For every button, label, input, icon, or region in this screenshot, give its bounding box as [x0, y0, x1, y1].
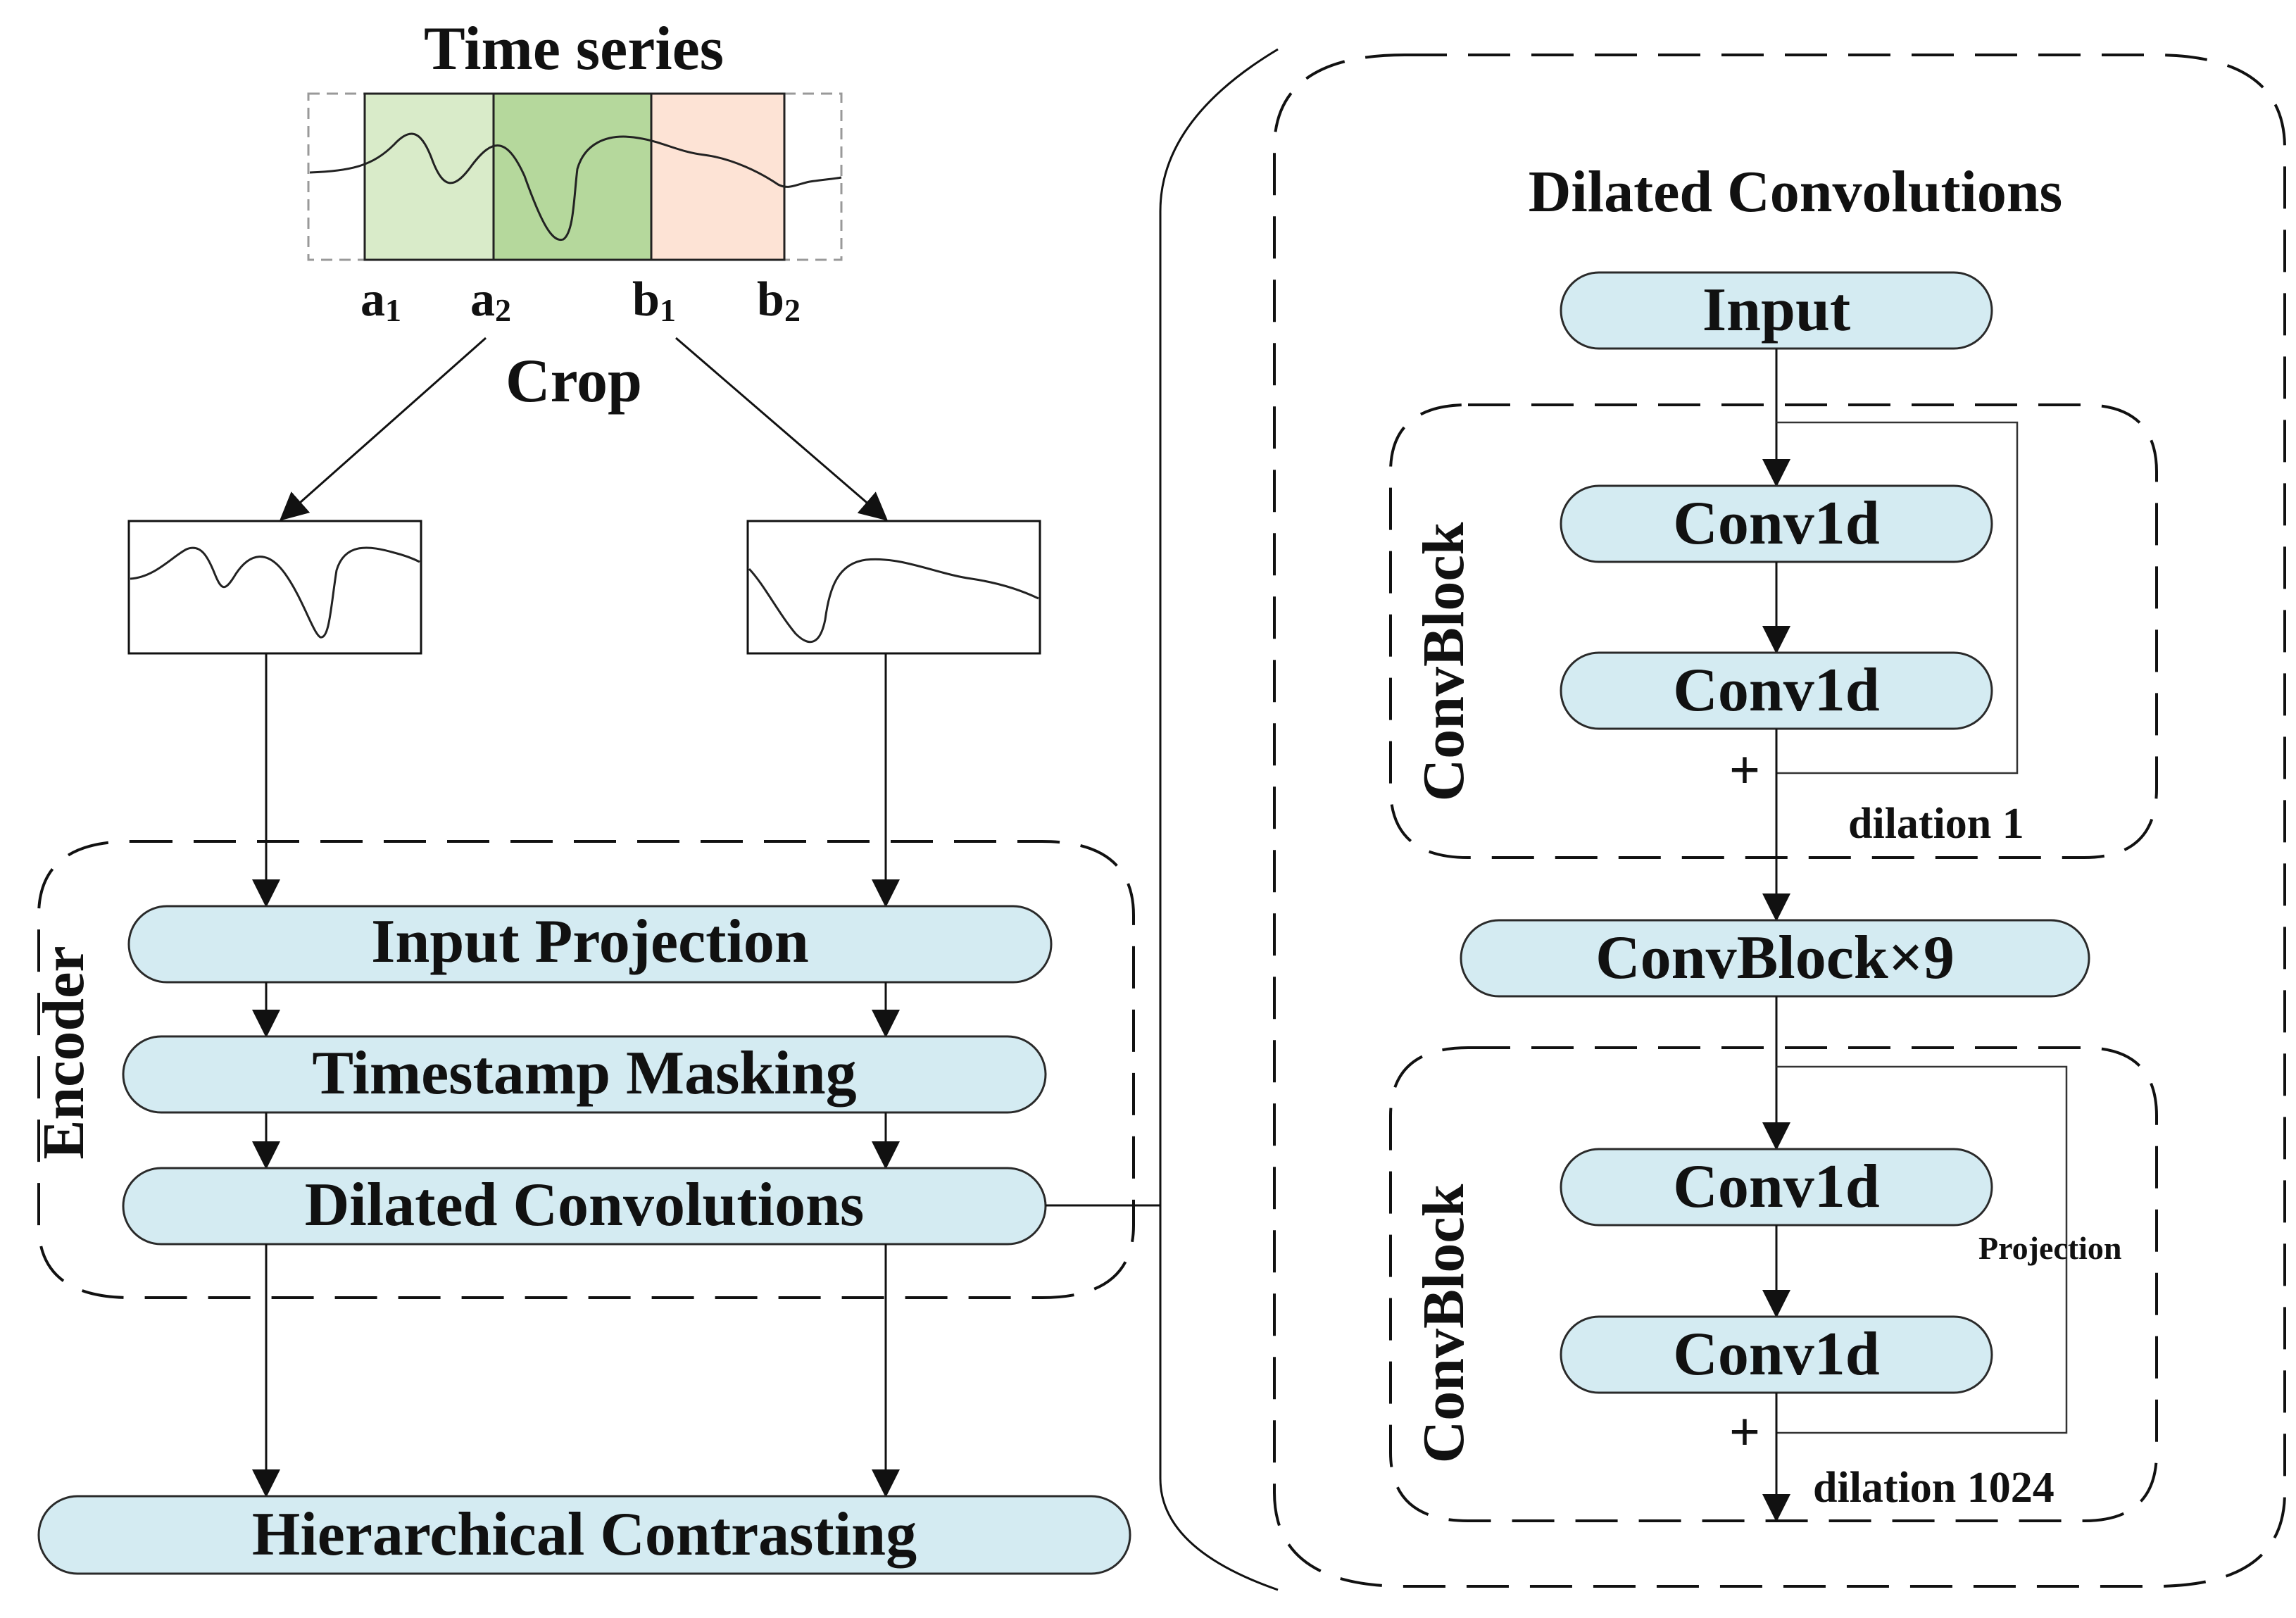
segment-a: [363, 92, 495, 261]
detail-brace: [1159, 48, 1279, 1591]
hierarchical-contrasting-box: [37, 1495, 1131, 1575]
crop-arrow-right: [675, 337, 889, 521]
residual-plus-1: +: [1729, 739, 1760, 801]
crop-left-wave: [130, 546, 420, 639]
residual-path-1: [1776, 421, 2019, 774]
convblock-1-boundary: [1389, 403, 2158, 859]
convblock-repeat-box: [1460, 919, 2090, 998]
convblock-1-label: ConvBlock: [1411, 522, 1476, 801]
crop-left: [127, 520, 422, 655]
panel-title: Dilated Convolutions: [1529, 159, 2062, 225]
mark-b1: b1: [632, 272, 676, 328]
crop-right-box: [746, 520, 1041, 655]
crop-arrow-left: [280, 337, 487, 521]
timestamp-masking-box: [122, 1035, 1047, 1114]
encoder: Encoder Input Projection Timestamp Maski…: [31, 653, 1135, 1299]
conv1d-label-2a: Conv1d: [1673, 1153, 1879, 1221]
convblock-2: ConvBlock Conv1d Projection Conv1d + dil…: [1389, 996, 2158, 1522]
time-series-wave: [309, 132, 842, 242]
encoder-boundary: [37, 840, 1135, 1299]
conv1d-label-2b: Conv1d: [1673, 1320, 1879, 1388]
projection-label: Projection: [1978, 1230, 2122, 1266]
crop-label: Crop: [506, 347, 642, 415]
crop-marks: a1 a2 b1 b2: [360, 272, 801, 328]
crop-right: [746, 520, 1041, 655]
mark-b2: b2: [757, 272, 801, 328]
conv1d-label-1b: Conv1d: [1673, 656, 1879, 725]
convblock-2-label: ConvBlock: [1411, 1184, 1476, 1463]
time-series-title: Time series: [424, 15, 724, 83]
segment-b: [650, 92, 786, 261]
time-series-section: Time series a1 a2 b1 b2 Crop: [280, 15, 889, 521]
residual-plus-2: +: [1729, 1401, 1760, 1462]
panel-boundary: [1273, 54, 2286, 1588]
hierarchical-contrasting-label: Hierarchical Contrasting: [252, 1500, 917, 1569]
input-projection-label: Input Projection: [371, 908, 809, 976]
encoder-label: Encoder: [31, 946, 96, 1159]
convblock-1: ConvBlock Conv1d Conv1d + dilation 1: [1389, 349, 2158, 859]
mark-a2: a2: [470, 272, 511, 328]
conv1d-label-1a: Conv1d: [1673, 489, 1879, 558]
dilated-convolutions-panel: Dilated Convolutions Input ConvBlock Con…: [1273, 54, 2286, 1588]
segment-overlap: [492, 92, 653, 261]
mark-a1: a1: [360, 272, 401, 328]
dilated-convolutions-label: Dilated Convolutions: [305, 1171, 865, 1239]
residual-path-2: [1776, 1065, 2068, 1434]
crop-left-box: [127, 520, 422, 655]
timestamp-masking-label: Timestamp Masking: [312, 1039, 856, 1108]
input-projection-box: [127, 905, 1053, 984]
convblock-2-boundary: [1389, 1046, 2158, 1522]
convblock-repeat-label: ConvBlock×9: [1595, 924, 1955, 992]
input-label: Input: [1702, 276, 1850, 344]
dilation-1-label: dilation 1: [1848, 800, 2024, 848]
crop-right-wave: [748, 558, 1039, 643]
dilation-1024-label: dilation 1024: [1813, 1464, 2055, 1512]
